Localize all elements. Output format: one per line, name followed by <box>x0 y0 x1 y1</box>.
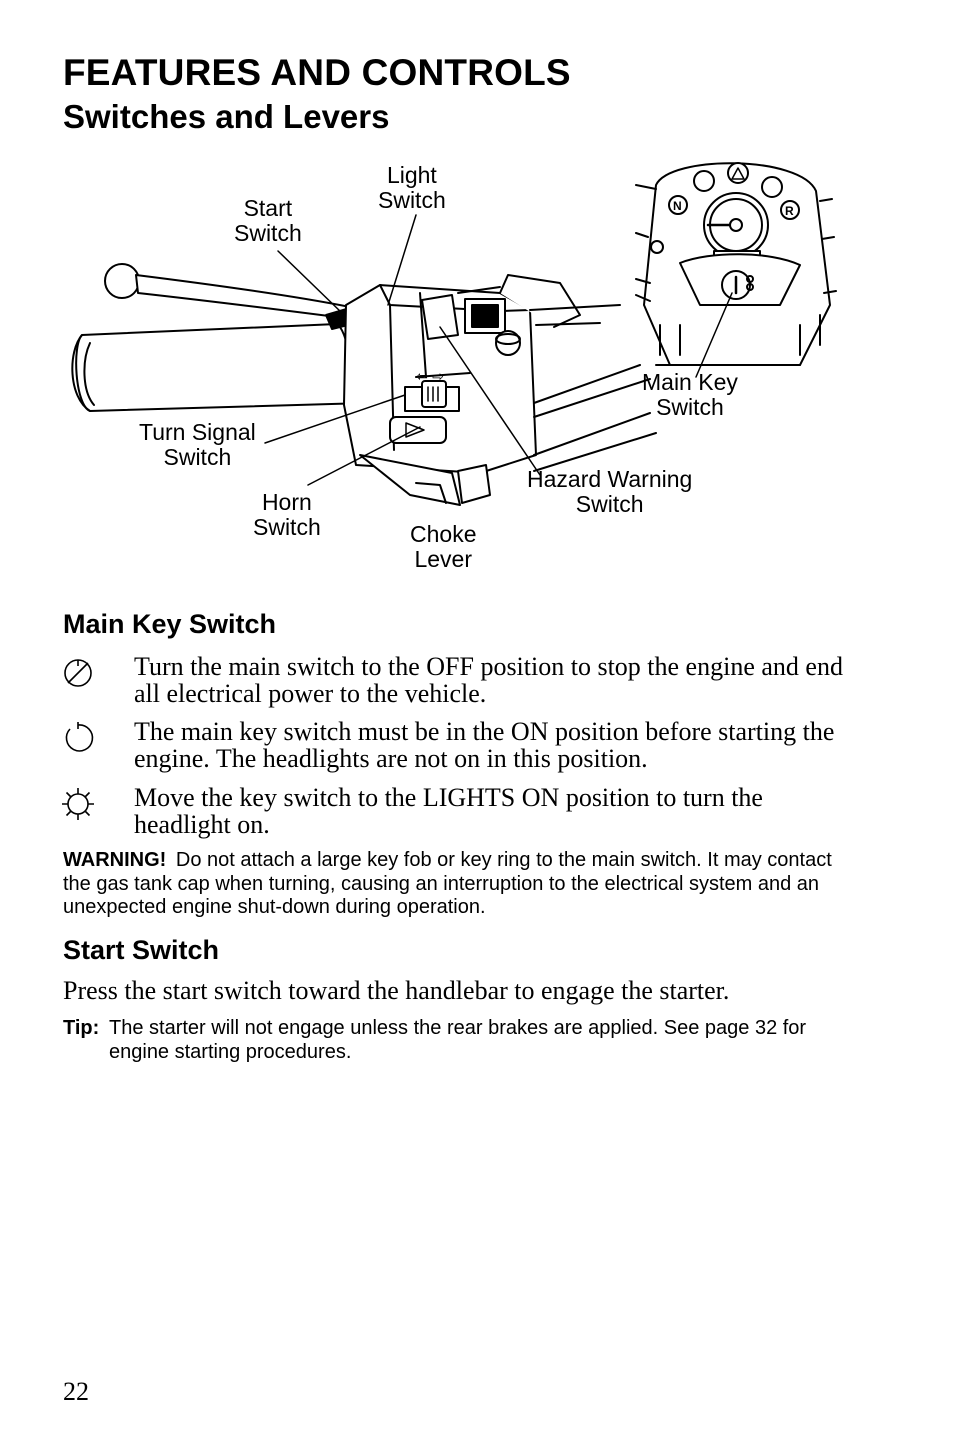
lights-on-icon <box>62 788 94 820</box>
warning-label: WARNING! <box>63 849 167 871</box>
choke-lever <box>359 454 461 506</box>
horn-button <box>389 416 447 444</box>
warning-note: WARNING! Do not attach a large key fob o… <box>63 849 863 920</box>
start-switch-heading: Start Switch <box>63 935 220 965</box>
reverse-letter: R <box>785 204 794 218</box>
start-switch-text: Press the start switch toward the handle… <box>63 976 730 1005</box>
off-position-text: Turn the main switch to the OFF position… <box>134 652 843 708</box>
indicator-light-3 <box>761 176 783 198</box>
on-position-icon <box>65 722 94 752</box>
off-position-icon <box>64 659 92 687</box>
light-switch-toggle <box>421 294 459 340</box>
page-title: FEATURES AND CONTROLS <box>63 52 571 93</box>
section-title: Switches and Levers <box>63 98 390 135</box>
neutral-light <box>668 195 688 215</box>
page-number: 22 <box>63 1377 89 1406</box>
handlebar-controls-figure: ⇦ ⇨ N R <box>60 155 840 585</box>
tip-label: Tip: <box>63 1017 100 1039</box>
on-position-text: The main key switch must be in the ON po… <box>134 717 835 773</box>
indicator-light-2 <box>727 162 749 184</box>
handlebar-illustration: ⇦ ⇨ N R <box>71 162 837 506</box>
hazard-switch-face <box>471 304 499 328</box>
indicator-light-1 <box>693 170 715 192</box>
tip-note: Tip: The starter will not engage unless … <box>63 1016 863 1064</box>
main-key-switch-heading: Main Key Switch <box>63 609 277 639</box>
reverse-light <box>780 200 800 220</box>
handlebar-grip <box>75 322 367 412</box>
turn-signal-knob <box>421 380 447 408</box>
tip-text: The starter will not engage unless the r… <box>109 1017 807 1063</box>
lights-on-text: Move the key switch to the LIGHTS ON pos… <box>134 783 763 839</box>
warning-text: Do not attach a large key fob or key rin… <box>63 849 832 918</box>
brake-lever-ball <box>104 263 140 299</box>
neutral-letter: N <box>673 199 682 213</box>
